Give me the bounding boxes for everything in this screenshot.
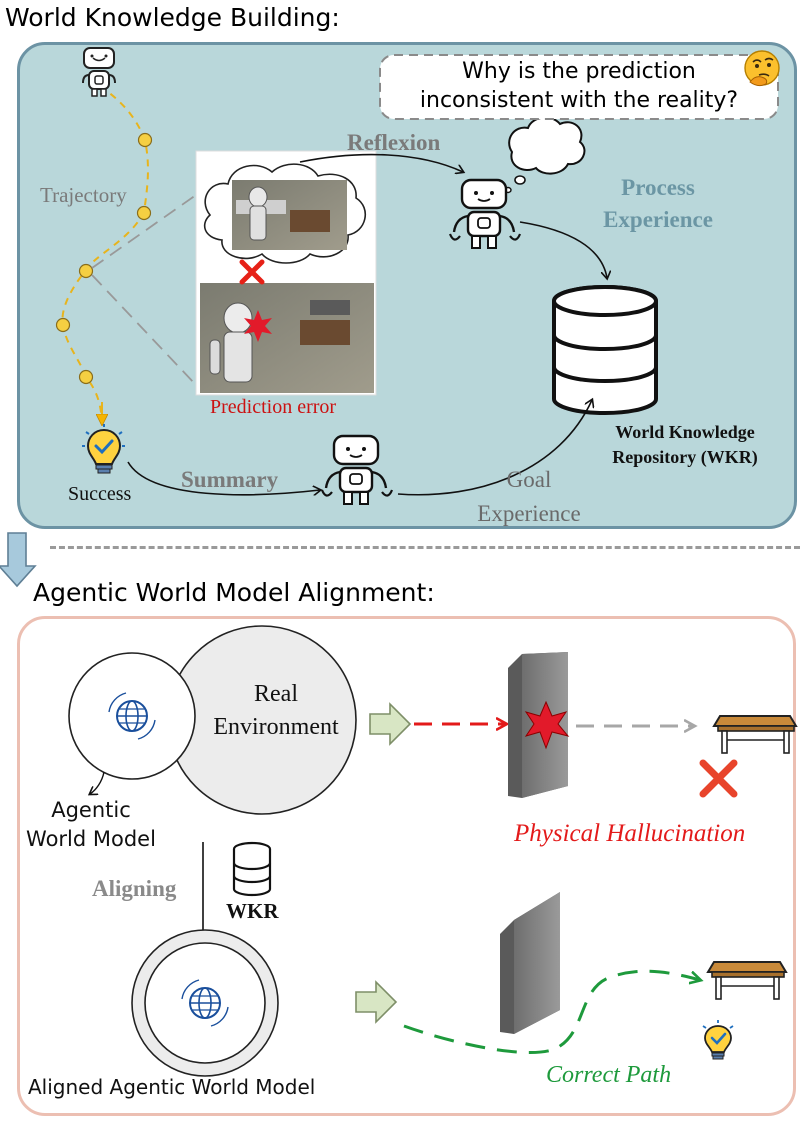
wkr-short-label: WKR bbox=[226, 899, 279, 923]
process-experience-line2: Experience bbox=[603, 207, 713, 232]
goal-experience-label: Goal Experience bbox=[464, 463, 594, 531]
robot-icon bbox=[320, 434, 394, 505]
prediction-collage bbox=[195, 150, 377, 396]
section-divider bbox=[50, 546, 800, 549]
question-text: Why is the prediction inconsistent with … bbox=[380, 57, 778, 115]
agentic-world-model-line1: Agentic bbox=[51, 798, 131, 822]
agentic-model-pointer bbox=[90, 771, 105, 794]
table-icon bbox=[706, 961, 788, 1000]
database-icon bbox=[552, 285, 658, 415]
correct-path-label: Correct Path bbox=[546, 1062, 672, 1088]
trajectory-dot bbox=[136, 205, 152, 221]
question-line1: Why is the prediction bbox=[462, 59, 696, 84]
thought-bubble-icon bbox=[504, 116, 586, 194]
trajectory-label: Trajectory bbox=[40, 183, 127, 207]
wkr-line1: World Knowledge bbox=[615, 422, 755, 442]
correct-path-arrow bbox=[403, 969, 700, 1054]
arrow-down-icon bbox=[0, 532, 37, 588]
prediction-error-label: Prediction error bbox=[210, 396, 337, 418]
explosion-icon bbox=[524, 700, 570, 750]
section2-heading: Agentic World Model Alignment: bbox=[33, 578, 435, 607]
wall-icon bbox=[500, 892, 560, 1034]
question-speech-box bbox=[379, 54, 779, 120]
process-experience-arrow bbox=[519, 221, 607, 278]
thinking-face-emoji-icon bbox=[744, 50, 780, 87]
agentic-world-model-label: Agentic World Model bbox=[16, 796, 166, 854]
agentic-world-model-line2: World Model bbox=[26, 827, 156, 851]
goal-experience-line1: Goal bbox=[506, 467, 552, 492]
goal-experience-arrow bbox=[397, 400, 592, 496]
section1-heading: World Knowledge Building: bbox=[5, 3, 340, 32]
trajectory-dot bbox=[137, 132, 153, 148]
physical-hallucination-label: Physical Hallucination bbox=[514, 820, 746, 847]
robot-icon bbox=[82, 47, 116, 97]
question-line2: inconsistent with the reality? bbox=[419, 88, 739, 113]
aligning-label: Aligning bbox=[92, 876, 177, 901]
database-icon bbox=[232, 841, 272, 897]
red-x-icon bbox=[239, 259, 265, 285]
globe-icon bbox=[108, 692, 156, 740]
goal-experience-line2: Experience bbox=[477, 501, 581, 526]
red-x-icon bbox=[699, 759, 738, 798]
reflexion-label: Reflexion bbox=[347, 130, 441, 155]
trajectory-dot bbox=[78, 263, 94, 279]
table-icon bbox=[712, 715, 798, 754]
lightbulb-check-icon bbox=[82, 424, 125, 474]
wkr-line2: Repository (WKR) bbox=[612, 447, 758, 467]
robot-icon bbox=[448, 178, 522, 249]
process-experience-line1: Process bbox=[621, 175, 695, 200]
summary-label: Summary bbox=[181, 467, 279, 492]
reflexion-arrow bbox=[299, 153, 463, 172]
summary-arrow bbox=[127, 461, 320, 495]
world-knowledge-building-panel bbox=[17, 42, 797, 529]
zoom-line bbox=[91, 274, 197, 386]
real-environment-line1: Real bbox=[254, 681, 298, 707]
aligned-model-label: Aligned Agentic World Model bbox=[28, 1075, 316, 1099]
real-environment-line2: Environment bbox=[213, 714, 339, 740]
success-label: Success bbox=[68, 483, 132, 505]
trajectory-dot bbox=[78, 369, 94, 385]
arrow-right-icon bbox=[369, 702, 412, 746]
wkr-label: World Knowledge Repository (WKR) bbox=[590, 420, 780, 470]
collision-explosion-icon bbox=[244, 310, 272, 342]
real-environment-label: Real Environment bbox=[196, 678, 356, 744]
arrow-right-icon bbox=[355, 980, 398, 1024]
trajectory-dot bbox=[55, 317, 71, 333]
lightbulb-check-icon bbox=[702, 1020, 734, 1060]
process-experience-label: Process Experience bbox=[588, 172, 728, 236]
globe-icon bbox=[181, 979, 229, 1027]
trajectory-path bbox=[61, 85, 149, 421]
